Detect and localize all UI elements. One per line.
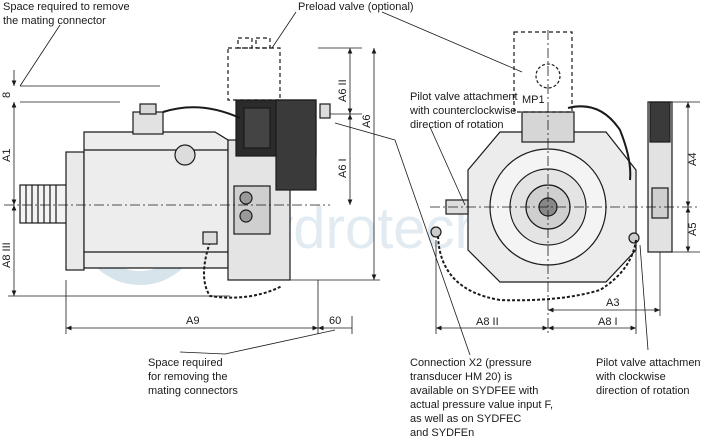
callout-connection-line5: as well as on SYDFEC	[410, 413, 521, 425]
callout-connection-line6: and SYDFEn	[410, 427, 474, 439]
callout-space-bottom-line2: for removing the	[148, 371, 227, 383]
callout-space-top-line2: the mating connector	[3, 15, 106, 27]
callout-pilot-ccw: Pilot valve attachment with counterclock…	[409, 91, 518, 131]
dim-a6i: A6 I	[337, 158, 349, 178]
dim-a8i: A8 I	[598, 316, 618, 328]
callout-pilot-ccw-line2: with counterclockwise	[409, 105, 516, 117]
dim-a4: A4	[687, 153, 699, 166]
dim-a5: A5	[687, 223, 699, 236]
dim-8: 8	[1, 92, 13, 98]
callout-connection-line2: transducer HM 20) is	[410, 371, 513, 383]
dim-a1: A1	[1, 149, 13, 162]
callout-space-bottom: Space required for removing the mating c…	[148, 357, 238, 397]
callout-connection-line3: available on SYDFEE with	[410, 385, 538, 397]
dim-a6: A6	[361, 115, 373, 128]
callout-pilot-cw-line1: Pilot valve attachment	[596, 357, 701, 369]
callout-pilot-cw-line2: with clockwise	[595, 371, 666, 383]
callout-pilot-ccw-line3: direction of rotation	[410, 119, 504, 131]
callout-connection-line1: Connection X2 (pressure	[410, 357, 532, 369]
side-view-leaders	[19, 11, 471, 356]
callout-space-bottom-line1: Space required	[148, 357, 223, 369]
side-view-dimensions	[4, 47, 380, 334]
dim-a8ii: A8 II	[476, 316, 499, 328]
callout-pilot-cw: Pilot valve attachment with clockwise di…	[595, 357, 701, 397]
callout-preload-valve: Preload valve (optional)	[298, 1, 414, 13]
callout-space-bottom-line3: mating connectors	[148, 385, 238, 397]
dim-a3: A3	[606, 297, 619, 309]
dim-mp1: MP1	[522, 94, 545, 106]
dim-a6ii: A6 II	[337, 79, 349, 102]
callout-space-top-line1: Space required to remove	[3, 1, 130, 13]
callout-connection-line4: actual pressure value input F,	[410, 399, 553, 411]
dim-a8iii: A8 III	[1, 242, 13, 268]
dim-a9: A9	[186, 315, 199, 327]
side-view-pump	[19, 37, 331, 299]
callout-pilot-ccw-line1: Pilot valve attachment	[410, 91, 518, 103]
front-view-dimensions	[430, 30, 700, 334]
callout-pilot-cw-line3: direction of rotation	[596, 385, 690, 397]
callout-space-top: Space required to remove the mating conn…	[3, 1, 130, 27]
dim-60: 60	[329, 315, 341, 327]
callout-connection-x2: Connection X2 (pressure transducer HM 20…	[410, 357, 553, 439]
front-view-leaders	[381, 11, 649, 351]
